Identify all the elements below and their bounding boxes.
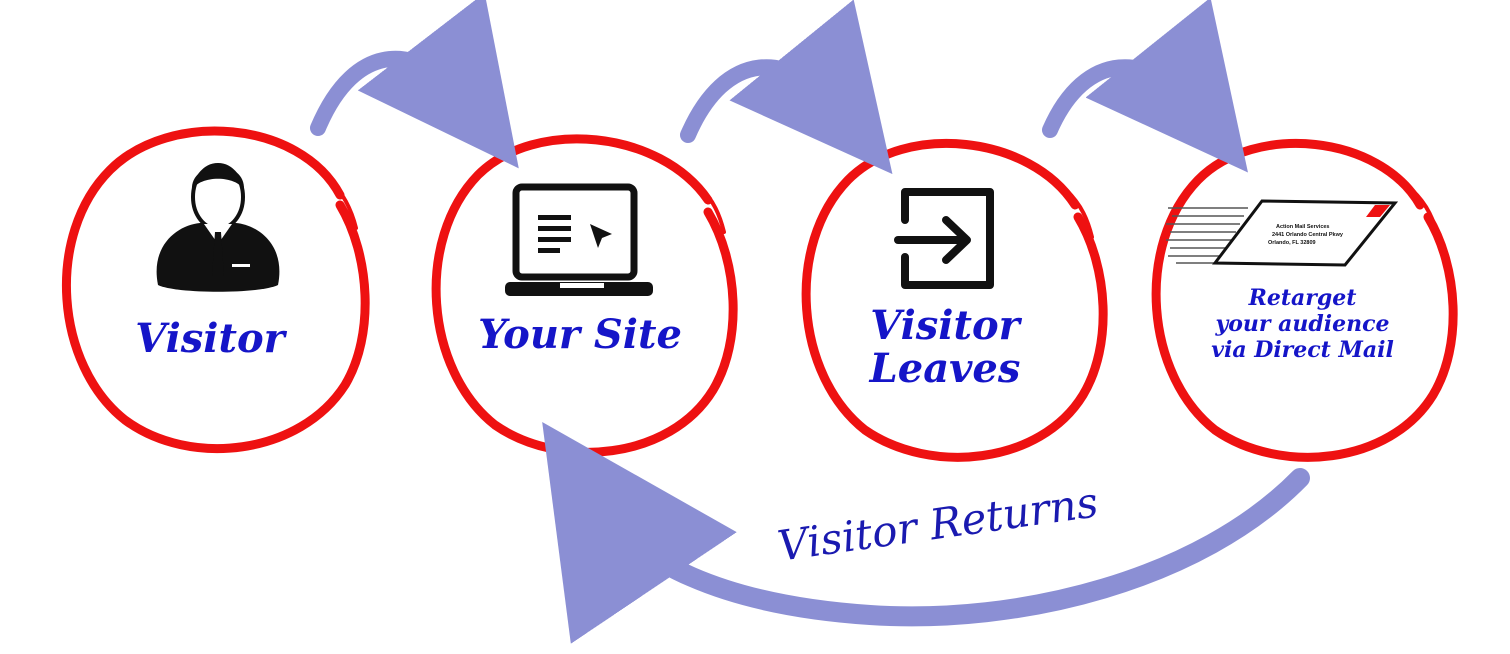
- ring-retarget: [1151, 138, 1458, 462]
- envelope-address-line-3: Orlando, FL 32809: [1268, 240, 1316, 246]
- step-label-line: your audience: [1215, 310, 1390, 337]
- laptop-icon: [505, 183, 653, 296]
- arrow-visitor-to-site: [310, 0, 519, 169]
- step-label-retarget: Retarget your audience via Direct Mail: [1180, 285, 1425, 364]
- exit-icon: [894, 188, 994, 289]
- step-label-line: Retarget: [1248, 285, 1357, 311]
- person-icon: [156, 163, 280, 292]
- step-label-line: Visitor: [135, 315, 285, 362]
- ring-your-site: [431, 134, 738, 457]
- step-label-visitor-leaves: Visitor Leaves: [840, 302, 1050, 393]
- envelope-address-line-2: 2441 Orlando Central Pkwy: [1272, 232, 1344, 238]
- arrow-leaves-to-retarget: [1042, 0, 1249, 173]
- ring-visitor: [61, 126, 370, 454]
- step-label-line: Your Site: [478, 311, 682, 358]
- step-label-visitor: Visitor: [110, 318, 310, 360]
- step-label-line: Visitor: [870, 302, 1020, 349]
- step-label-your-site: Your Site: [470, 314, 690, 356]
- arrow-site-to-leaves: [680, 0, 893, 175]
- envelope-icon: Action Mail Services 2441 Orlando Centra…: [1166, 199, 1399, 267]
- ring-visitor-leaves: [801, 139, 1108, 462]
- envelope-address-line-1: Action Mail Services: [1276, 224, 1330, 230]
- step-label-line: Leaves: [869, 345, 1021, 393]
- step-label-line: via Direct Mail: [1211, 336, 1394, 363]
- arrow-return-to-site: [542, 422, 1310, 644]
